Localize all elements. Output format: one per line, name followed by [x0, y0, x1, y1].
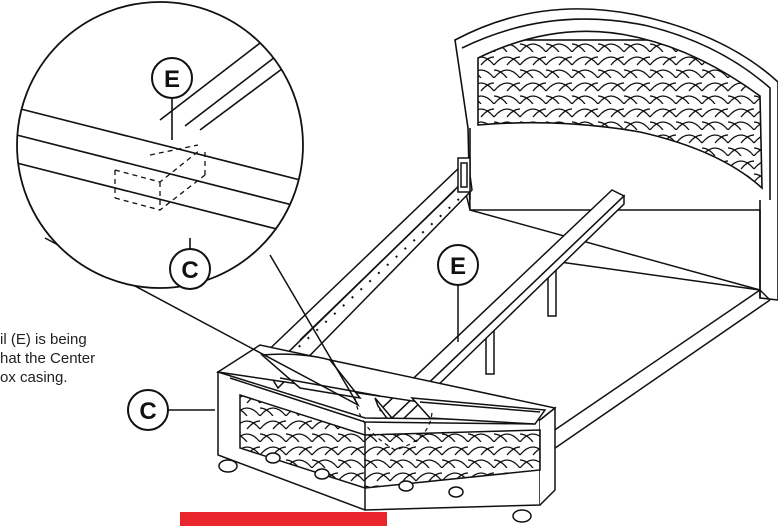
- center-rail: [374, 189, 626, 430]
- label-c-zoom: C: [169, 248, 211, 290]
- svg-text:C: C: [139, 398, 156, 425]
- accent-bar: [180, 512, 387, 526]
- left-side-rail: [256, 157, 473, 390]
- bed-frame-outline: [464, 189, 771, 456]
- label-e-zoom: E: [151, 57, 193, 99]
- footboard-casing: [215, 344, 557, 523]
- svg-text:E: E: [450, 253, 466, 280]
- note-line: hat the Center: [0, 350, 96, 367]
- hidden-joint: [354, 397, 433, 451]
- note-line: ox casing.: [0, 369, 68, 386]
- headboard: [454, 8, 778, 301]
- note-line: il (E) is being: [0, 331, 87, 348]
- label-c-casing: C: [127, 389, 215, 431]
- instruction-note: il (E) is being hat the Center ox casing…: [0, 330, 200, 387]
- label-e-rail: E: [437, 244, 479, 342]
- svg-text:C: C: [181, 257, 198, 284]
- svg-text:E: E: [164, 66, 180, 93]
